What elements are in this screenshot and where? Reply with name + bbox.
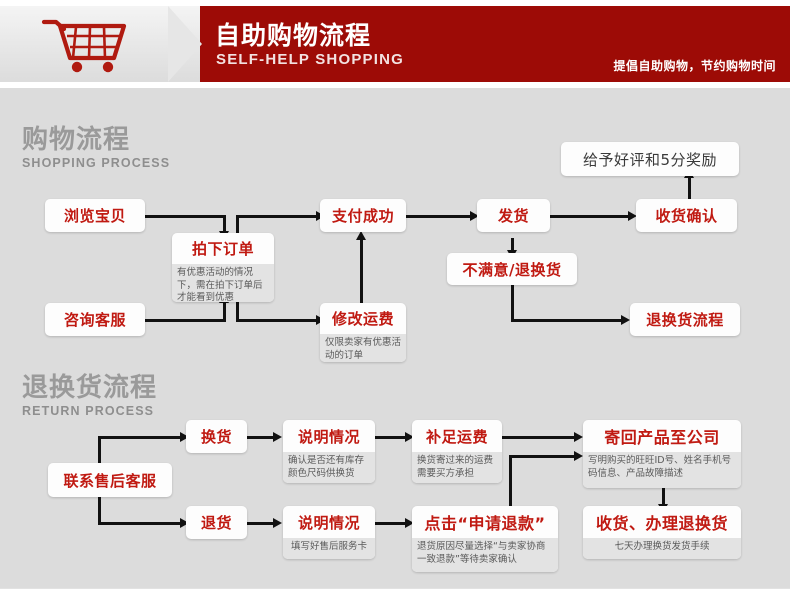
header-title-cn: 自助购物流程 <box>215 21 372 50</box>
node-unsatisfied-title: 不满意/退换货 <box>462 260 562 279</box>
line-exchange-to-explain <box>247 436 277 439</box>
node-consult[interactable]: 咨询客服 <box>45 303 145 336</box>
node-modify-shipping-sub: 仅限卖家有优惠活动的订单 <box>320 334 406 362</box>
bottom-divider <box>0 588 790 595</box>
node-receive-process-sub: 七天办理换货发货手续 <box>583 538 741 559</box>
line-apply-up <box>509 455 512 513</box>
section-title-return-cn: 退换货流程 <box>22 373 158 403</box>
line-pay-to-ship <box>406 215 474 218</box>
node-apply-refund[interactable]: 点击“申请退款” 退货原因尽量选择“与卖家协商一致退款”等待卖家确认 <box>412 506 558 572</box>
node-extra-shipping-sub: 换货寄过来的运费需要买方承担 <box>412 452 502 483</box>
line-explain-to-extraship <box>375 436 409 439</box>
header-arrow-tip <box>168 6 202 82</box>
line-ship-to-unsat <box>511 238 514 252</box>
line-branch-down <box>236 301 239 322</box>
section-title-return: 退换货流程 RETURN PROCESS <box>22 374 157 419</box>
shopping-cart-icon <box>40 16 130 74</box>
line-to-modify-ship <box>236 319 320 322</box>
arrow-apply-to-sendback <box>574 451 583 461</box>
node-praise[interactable]: 给予好评和5分奖励 <box>561 142 739 176</box>
section-title-return-en: RETURN PROCESS <box>22 404 155 418</box>
line-modify-to-pay <box>360 238 363 304</box>
line-browse-down <box>223 215 226 233</box>
node-exchange-title: 换货 <box>200 428 232 446</box>
node-refund[interactable]: 退货 <box>186 506 247 539</box>
arrow-unsat-to-return <box>621 315 630 325</box>
node-confirm-receipt-title: 收货确认 <box>655 207 718 225</box>
arrow-modify-to-pay <box>356 231 366 240</box>
arrow-explain2-to-apply <box>405 518 414 528</box>
line-unsat-to-return <box>511 319 625 322</box>
node-send-back-title: 寄回产品至公司 <box>604 428 720 447</box>
node-confirm-receipt[interactable]: 收货确认 <box>636 199 737 232</box>
line-order-up <box>236 215 239 233</box>
node-pay-success-title: 支付成功 <box>331 207 394 225</box>
line-contact-to-refund <box>98 522 184 525</box>
node-receive-process[interactable]: 收货、办理退换货 七天办理换货发货手续 <box>583 506 741 559</box>
arrow-contact-to-exchange <box>180 432 189 442</box>
node-place-order-sub: 有优惠活动的情况下，需在拍下订单后才能看到优惠 <box>172 264 274 302</box>
line-explain2-to-apply <box>375 522 409 525</box>
node-browse-title: 浏览宝贝 <box>63 207 126 225</box>
arrow-extraship-to-sendback <box>574 432 583 442</box>
arrow-exchange-to-explain <box>273 432 282 442</box>
section-title-shopping: 购物流程 SHOPPING PROCESS <box>22 126 170 171</box>
node-modify-shipping[interactable]: 修改运费 仅限卖家有优惠活动的订单 <box>320 303 406 362</box>
node-browse[interactable]: 浏览宝贝 <box>45 199 145 232</box>
line-order-to-pay <box>236 215 320 218</box>
line-consult-right <box>145 319 225 322</box>
page-header: 自助购物流程 SELF-HELP SHOPPING 提倡自助购物，节约购物时间 <box>0 0 790 88</box>
line-consult-up <box>223 301 226 322</box>
node-return-flow[interactable]: 退换货流程 <box>630 303 740 336</box>
node-explain-exchange-sub: 确认是否还有库存颜色尺码供换货 <box>283 452 375 483</box>
node-contact-support-title: 联系售后客服 <box>63 471 157 490</box>
node-explain-exchange-title: 说明情况 <box>297 427 360 446</box>
line-apply-to-sendback <box>509 455 578 458</box>
arrow-explain-to-extraship <box>405 432 414 442</box>
line-browse-right <box>145 215 225 218</box>
node-return-flow-title: 退换货流程 <box>646 311 724 329</box>
node-explain-refund-sub: 填写好售后服务卡 <box>283 538 375 559</box>
header-title-en: SELF-HELP SHOPPING <box>216 51 405 68</box>
line-refund-to-explain2 <box>247 522 277 525</box>
node-place-order[interactable]: 拍下订单 有优惠活动的情况下，需在拍下订单后才能看到优惠 <box>172 233 274 302</box>
node-consult-title: 咨询客服 <box>63 311 126 329</box>
line-contact-to-exchange <box>98 436 184 439</box>
arrow-refund-to-explain2 <box>273 518 282 528</box>
line-extraship-to-sendback <box>502 436 578 439</box>
line-sendback-to-receive <box>662 488 665 506</box>
node-extra-shipping[interactable]: 补足运费 换货寄过来的运费需要买方承担 <box>412 420 502 483</box>
node-refund-title: 退货 <box>200 514 232 532</box>
node-explain-refund-title: 说明情况 <box>297 513 360 532</box>
node-extra-shipping-title: 补足运费 <box>425 427 488 446</box>
header-grey-panel <box>0 6 200 82</box>
arrow-ship-to-confirm <box>628 211 637 221</box>
node-receive-process-title: 收货、办理退换货 <box>595 514 728 533</box>
node-praise-title: 给予好评和5分奖励 <box>582 150 718 169</box>
node-send-back[interactable]: 寄回产品至公司 写明购买的旺旺ID号、姓名手机号码信息、产品故障描述 <box>583 420 741 488</box>
node-apply-refund-title: 点击“申请退款” <box>424 514 546 533</box>
node-explain-exchange[interactable]: 说明情况 确认是否还有库存颜色尺码供换货 <box>283 420 375 483</box>
line-unsat-down <box>511 284 514 320</box>
node-exchange[interactable]: 换货 <box>186 420 247 453</box>
node-pay-success[interactable]: 支付成功 <box>320 199 406 232</box>
section-title-shopping-cn: 购物流程 <box>22 125 131 155</box>
line-ship-to-confirm <box>550 215 632 218</box>
header-slogan: 提倡自助购物，节约购物时间 <box>613 59 776 73</box>
node-place-order-title: 拍下订单 <box>191 240 254 258</box>
node-unsatisfied[interactable]: 不满意/退换货 <box>447 253 577 285</box>
section-title-shopping-en: SHOPPING PROCESS <box>22 156 171 170</box>
node-explain-refund[interactable]: 说明情况 填写好售后服务卡 <box>283 506 375 559</box>
node-send-back-sub: 写明购买的旺旺ID号、姓名手机号码信息、产品故障描述 <box>583 452 741 488</box>
arrow-pay-to-ship <box>470 211 479 221</box>
node-modify-shipping-title: 修改运费 <box>331 310 394 328</box>
node-apply-refund-sub: 退货原因尽量选择“与卖家协商一致退款”等待卖家确认 <box>412 538 558 572</box>
node-ship[interactable]: 发货 <box>477 199 550 232</box>
node-contact-support[interactable]: 联系售后客服 <box>48 463 172 497</box>
line-confirm-to-praise <box>688 176 691 202</box>
node-ship-title: 发货 <box>497 207 529 225</box>
arrow-contact-to-refund <box>180 518 189 528</box>
